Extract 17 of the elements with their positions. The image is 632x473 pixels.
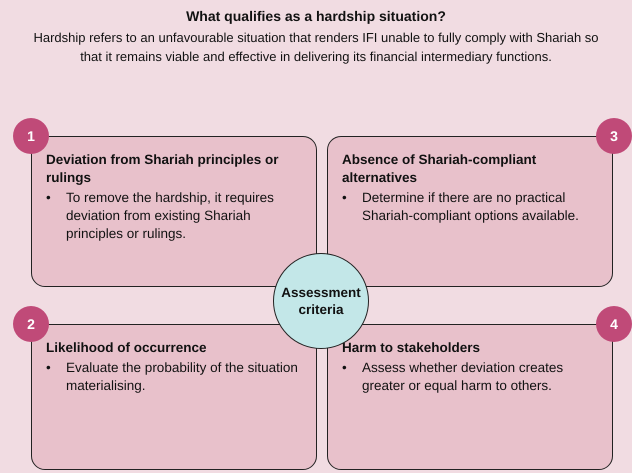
number-badge: 3	[596, 118, 632, 154]
heading: What qualifies as a hardship situation?	[185, 8, 447, 24]
bullet-text: Determine if there are no practical Shariah-compliant options available.	[362, 189, 580, 225]
bullet-marker: •	[46, 189, 52, 207]
description-paragraph: Hardship refers to an unfavourable situation that renders IFI unable to fully comply with Shariah so that it remains viable and effective in delivering its financial intermediary functions.	[32, 29, 600, 66]
bullet-text: Assess whether deviation creates greater or equal harm to others.	[362, 359, 564, 395]
bullet-marker: •	[342, 189, 348, 207]
card-heading: Deviation from Shariah principles or rulings	[46, 151, 280, 187]
card-heading: Likelihood of occurrence	[46, 339, 208, 357]
bullet-text: To remove the hardship, it requires deviation from existing Shariah principles or rulings.	[66, 189, 275, 243]
number-badge: 1	[13, 118, 49, 154]
card-heading: Absence of Shariah-compliant alternatives	[342, 151, 538, 187]
bullet-marker: •	[342, 359, 348, 377]
bullet-text: Evaluate the probability of the situation materialising.	[66, 359, 299, 395]
bullet-marker: •	[46, 359, 52, 377]
number-badge: 2	[13, 306, 49, 342]
number-badge: 4	[596, 306, 632, 342]
